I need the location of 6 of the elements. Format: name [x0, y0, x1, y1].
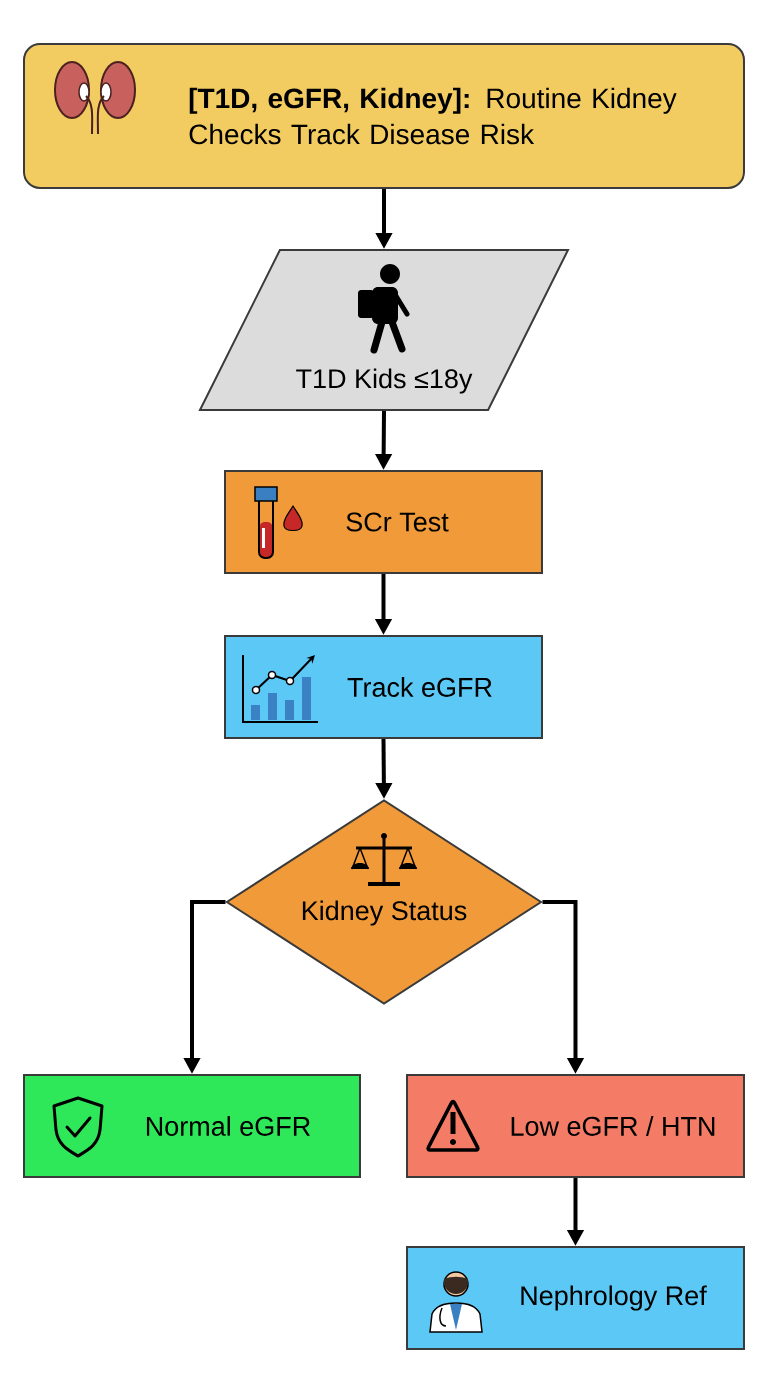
- outcome-box: Low eGFR / HTN: [406, 1074, 745, 1178]
- outcome-box: Nephrology Ref: [406, 1246, 745, 1350]
- process-box: Track eGFR: [224, 635, 543, 739]
- process-box: SCr Test: [224, 470, 543, 574]
- outcome-box: Normal eGFR: [23, 1074, 361, 1178]
- title-box: [T1D, eGFR, Kidney]: Routine Kidney Checks Track Disease Risk: [23, 43, 745, 189]
